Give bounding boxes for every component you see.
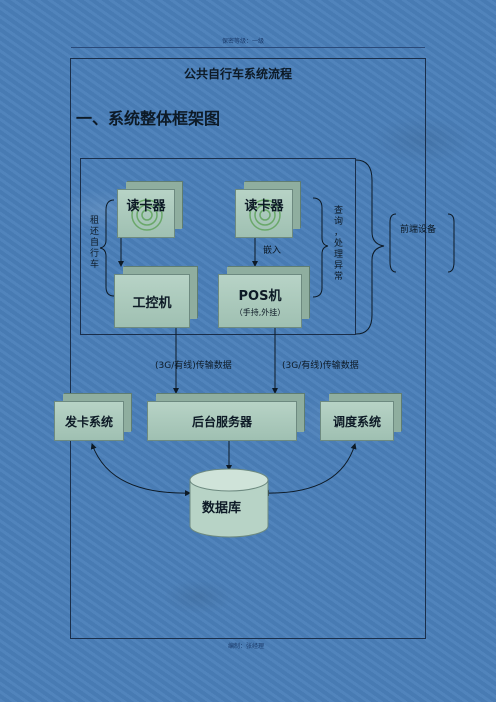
card-issue-system: 发卡系统 [54,401,124,441]
ipc-label: 工控机 [132,295,172,311]
arrow-cardissue-database [90,443,191,497]
card-issue-label: 发卡系统 [64,414,113,429]
front-end-frame [80,158,356,335]
document-title: 公共自行车系统流程 [184,67,293,81]
section-heading: 一、系统整体框架图 [76,109,221,128]
pos-sublabel: （手持,外挂） [234,307,286,317]
security-level: 保密等级：一级 [222,38,265,45]
transfer-label-right: (3G/有线)传输数据 [282,361,359,371]
database-cylinder [189,468,269,538]
arrow-dispatch-database [263,443,357,497]
card-reader-right: 读卡器 [235,189,293,238]
card-reader-left: 读卡器 [117,189,175,238]
server-label: 后台服务器 [191,414,252,429]
page-frame [70,58,426,639]
left-brace-text: 租 还 自 行 车 [89,216,99,270]
ipc-box: 工控机 [114,274,190,328]
header-rule [71,47,425,48]
card-reader-right-label: 读卡器 [244,199,284,214]
dispatch-system: 调度系统 [320,401,394,441]
left-brace [99,199,115,297]
transfer-label-left: (3G/有线)传输数据 [155,361,232,371]
front-end-bracket [389,213,455,273]
embed-label: 嵌入 [263,246,282,256]
card-reader-left-label: 读卡器 [126,199,166,214]
right-brace-inner [312,197,329,298]
rfid-waves-icon [131,199,163,231]
footer-author: 编制：张经理 [228,643,265,650]
rfid-waves-icon [249,199,281,231]
pos-box: POS机 （手持,外挂） [218,274,302,328]
dispatch-label: 调度系统 [332,414,381,429]
front-end-label: 前端设备 [400,225,437,235]
pos-label: POS机 [238,288,282,304]
backend-server: 后台服务器 [147,401,297,441]
right-brace-outer [355,159,385,335]
right-brace-text: 查 询 ， 处 理 异 常 [333,206,343,282]
database-label: 数据库 [202,501,242,516]
